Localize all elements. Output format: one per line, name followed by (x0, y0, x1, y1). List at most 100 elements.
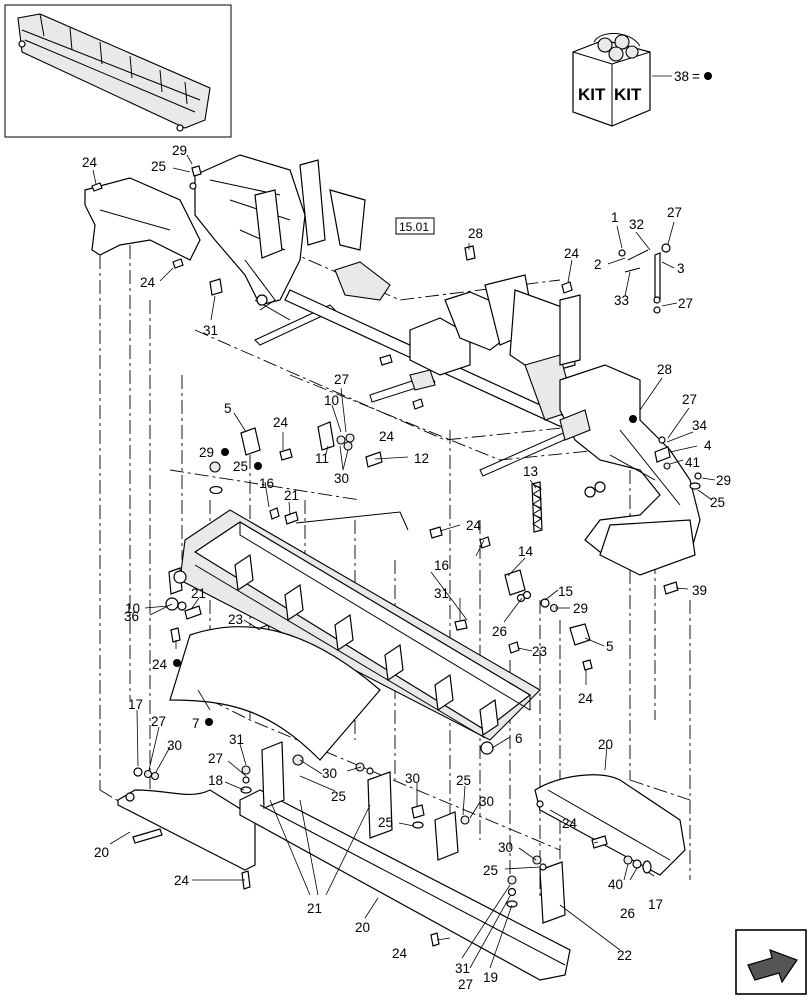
callout-34: 32 (629, 217, 644, 232)
callout-30: 29 (199, 445, 214, 460)
callout-17: 20 (94, 845, 109, 860)
callout-31: 30 (334, 471, 349, 486)
kit-box-icon: KIT KIT (572, 33, 651, 127)
kit-word-left: KIT (578, 85, 606, 104)
callout-37: 36 (124, 609, 139, 624)
kit-marker-7 (205, 718, 213, 726)
callout-5: 5 (224, 401, 232, 416)
callout-9: 10 (324, 393, 339, 408)
callout-33: 31 (203, 323, 218, 338)
callout-28: 27 (682, 392, 697, 407)
frame-bracket-right (479, 364, 701, 576)
callout-12: 14 (518, 544, 534, 559)
callout-24: 24 (140, 275, 156, 290)
callout-2: 2 (594, 257, 602, 272)
callout-24: 24 (564, 246, 580, 261)
callout-labels: 24 25 29 24 31 28 24 1 32 27 2 3 33 27 2… (82, 143, 731, 992)
callout-27: 27 (667, 205, 682, 220)
callout-24: 24 (466, 518, 482, 533)
callout-29: 29 (573, 601, 588, 616)
callout-30: 30 (405, 771, 420, 786)
callout-25: 25 (483, 863, 498, 878)
callout-1: 1 (611, 210, 619, 225)
callout-31: 30 (167, 738, 182, 753)
page-ref-text: 15.01 (399, 220, 429, 234)
callout-35: 33 (614, 293, 629, 308)
callout-3: 3 (677, 261, 685, 276)
callout-16: 17 (648, 897, 663, 912)
leader-lines (92, 154, 716, 969)
callout-22: 23 (532, 644, 547, 659)
pan-fins (234, 553, 499, 737)
page-ref-box (395, 217, 435, 235)
callout-25: 25 (378, 815, 393, 830)
callout-28: 27 (678, 296, 693, 311)
callout-29: 28 (657, 362, 672, 377)
callout-31: 31 (229, 732, 244, 747)
thumbnail-header-sketch (17, 13, 211, 132)
callout-15: 16 (259, 476, 274, 491)
callout-13: 15 (558, 584, 573, 599)
kit-marker-23 (173, 659, 181, 667)
callout-24: 24 (174, 873, 190, 888)
callout-20: 21 (284, 488, 299, 503)
kit-word-right: KIT (614, 85, 642, 104)
lower-brackets (240, 741, 566, 947)
callout-24: 24 (379, 429, 395, 444)
frame-bracket-center (369, 274, 581, 421)
callout-41: 41 (685, 455, 700, 470)
spring-part (532, 483, 542, 530)
callout-27: 27 (334, 372, 349, 387)
callout-16: 17 (128, 697, 143, 712)
reel-pan-assembly (173, 509, 541, 755)
fasteners (91, 165, 702, 671)
callout-10: 11 (315, 451, 329, 466)
kit-equals-sign: = (692, 69, 700, 84)
callout-31: 31 (455, 961, 470, 976)
frame-bracket-left (84, 154, 391, 346)
callout-19: 20 (355, 920, 370, 935)
callout-25: 25 (151, 159, 166, 174)
callout-27: 27 (208, 751, 223, 766)
callout-26: 26 (492, 624, 507, 639)
callout-24: 24 (562, 816, 578, 831)
callout-21: 21 (307, 901, 322, 916)
callout-14: 16 (434, 558, 449, 573)
callout-20: 21 (191, 586, 206, 601)
callout-21: 22 (617, 948, 632, 963)
callout-23: 24 (152, 657, 168, 672)
next-page-arrow-icon[interactable] (735, 929, 807, 995)
kit-marker-30 (221, 448, 229, 456)
callout-7: 7 (192, 716, 200, 731)
callout-24: 24 (82, 155, 98, 170)
callout-16: 18 (208, 773, 223, 788)
callout-24: 24 (392, 946, 408, 961)
adjuster-hardware (618, 243, 671, 314)
callout-27: 27 (458, 977, 473, 992)
callout-24: 24 (273, 415, 289, 430)
callout-40: 40 (608, 877, 623, 892)
callout-8: 10 (125, 601, 140, 616)
callout-10: 12 (414, 451, 429, 466)
callout-32: 31 (434, 586, 449, 601)
lower-plate-right (534, 774, 686, 876)
callout-30: 30 (322, 766, 337, 781)
callout-25: 25 (233, 459, 248, 474)
callout-6: 6 (515, 731, 523, 746)
callout-16: 19 (483, 970, 498, 985)
callout-27: 27 (151, 714, 166, 729)
overview-thumbnail (4, 4, 232, 138)
pan-sheet (169, 626, 381, 761)
callout-39: 39 (692, 583, 707, 598)
lower-plate-long (239, 789, 571, 981)
callout-30: 29 (716, 473, 731, 488)
callout-30: 30 (479, 794, 494, 809)
callout-24: 24 (578, 691, 594, 706)
callout-23: 23 (228, 612, 243, 627)
lower-plate-left (117, 767, 256, 890)
callout-36: 34 (692, 418, 708, 433)
callout-4: 4 (704, 438, 712, 453)
callout-25: 25 (710, 495, 725, 510)
callout-18: 20 (598, 737, 613, 752)
